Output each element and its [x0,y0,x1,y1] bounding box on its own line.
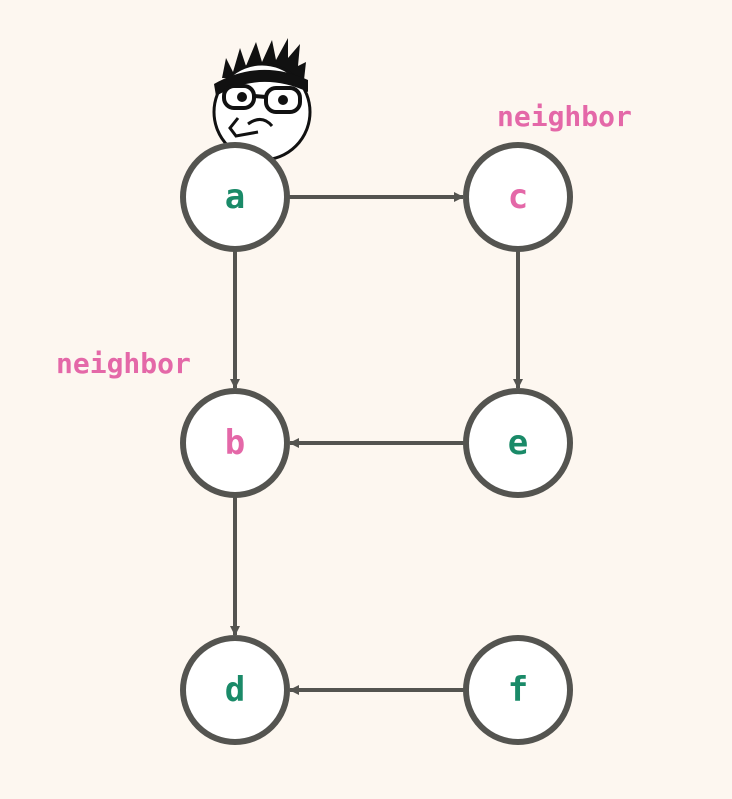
neighbor-label-b: neighbor [56,347,191,380]
node-label: d [225,670,245,710]
node-label: c [508,177,528,217]
nodes: a c b e d f [180,142,573,745]
node-circle [463,142,573,252]
node-circle [463,635,573,745]
node-circle [180,142,290,252]
node-e: e [463,388,573,498]
neighbor-label-c: neighbor [497,100,632,133]
node-circle [180,635,290,745]
edges [230,192,523,695]
node-b: b [180,388,290,498]
node-label: a [225,177,245,217]
node-label: e [508,423,528,463]
node-circle [180,388,290,498]
thinking-face-icon [212,38,312,162]
node-label: f [508,670,528,710]
node-label: b [225,423,245,463]
node-f: f [463,635,573,745]
node-a: a [180,142,290,252]
node-d: d [180,635,290,745]
node-c: c [463,142,573,252]
node-circle [463,388,573,498]
